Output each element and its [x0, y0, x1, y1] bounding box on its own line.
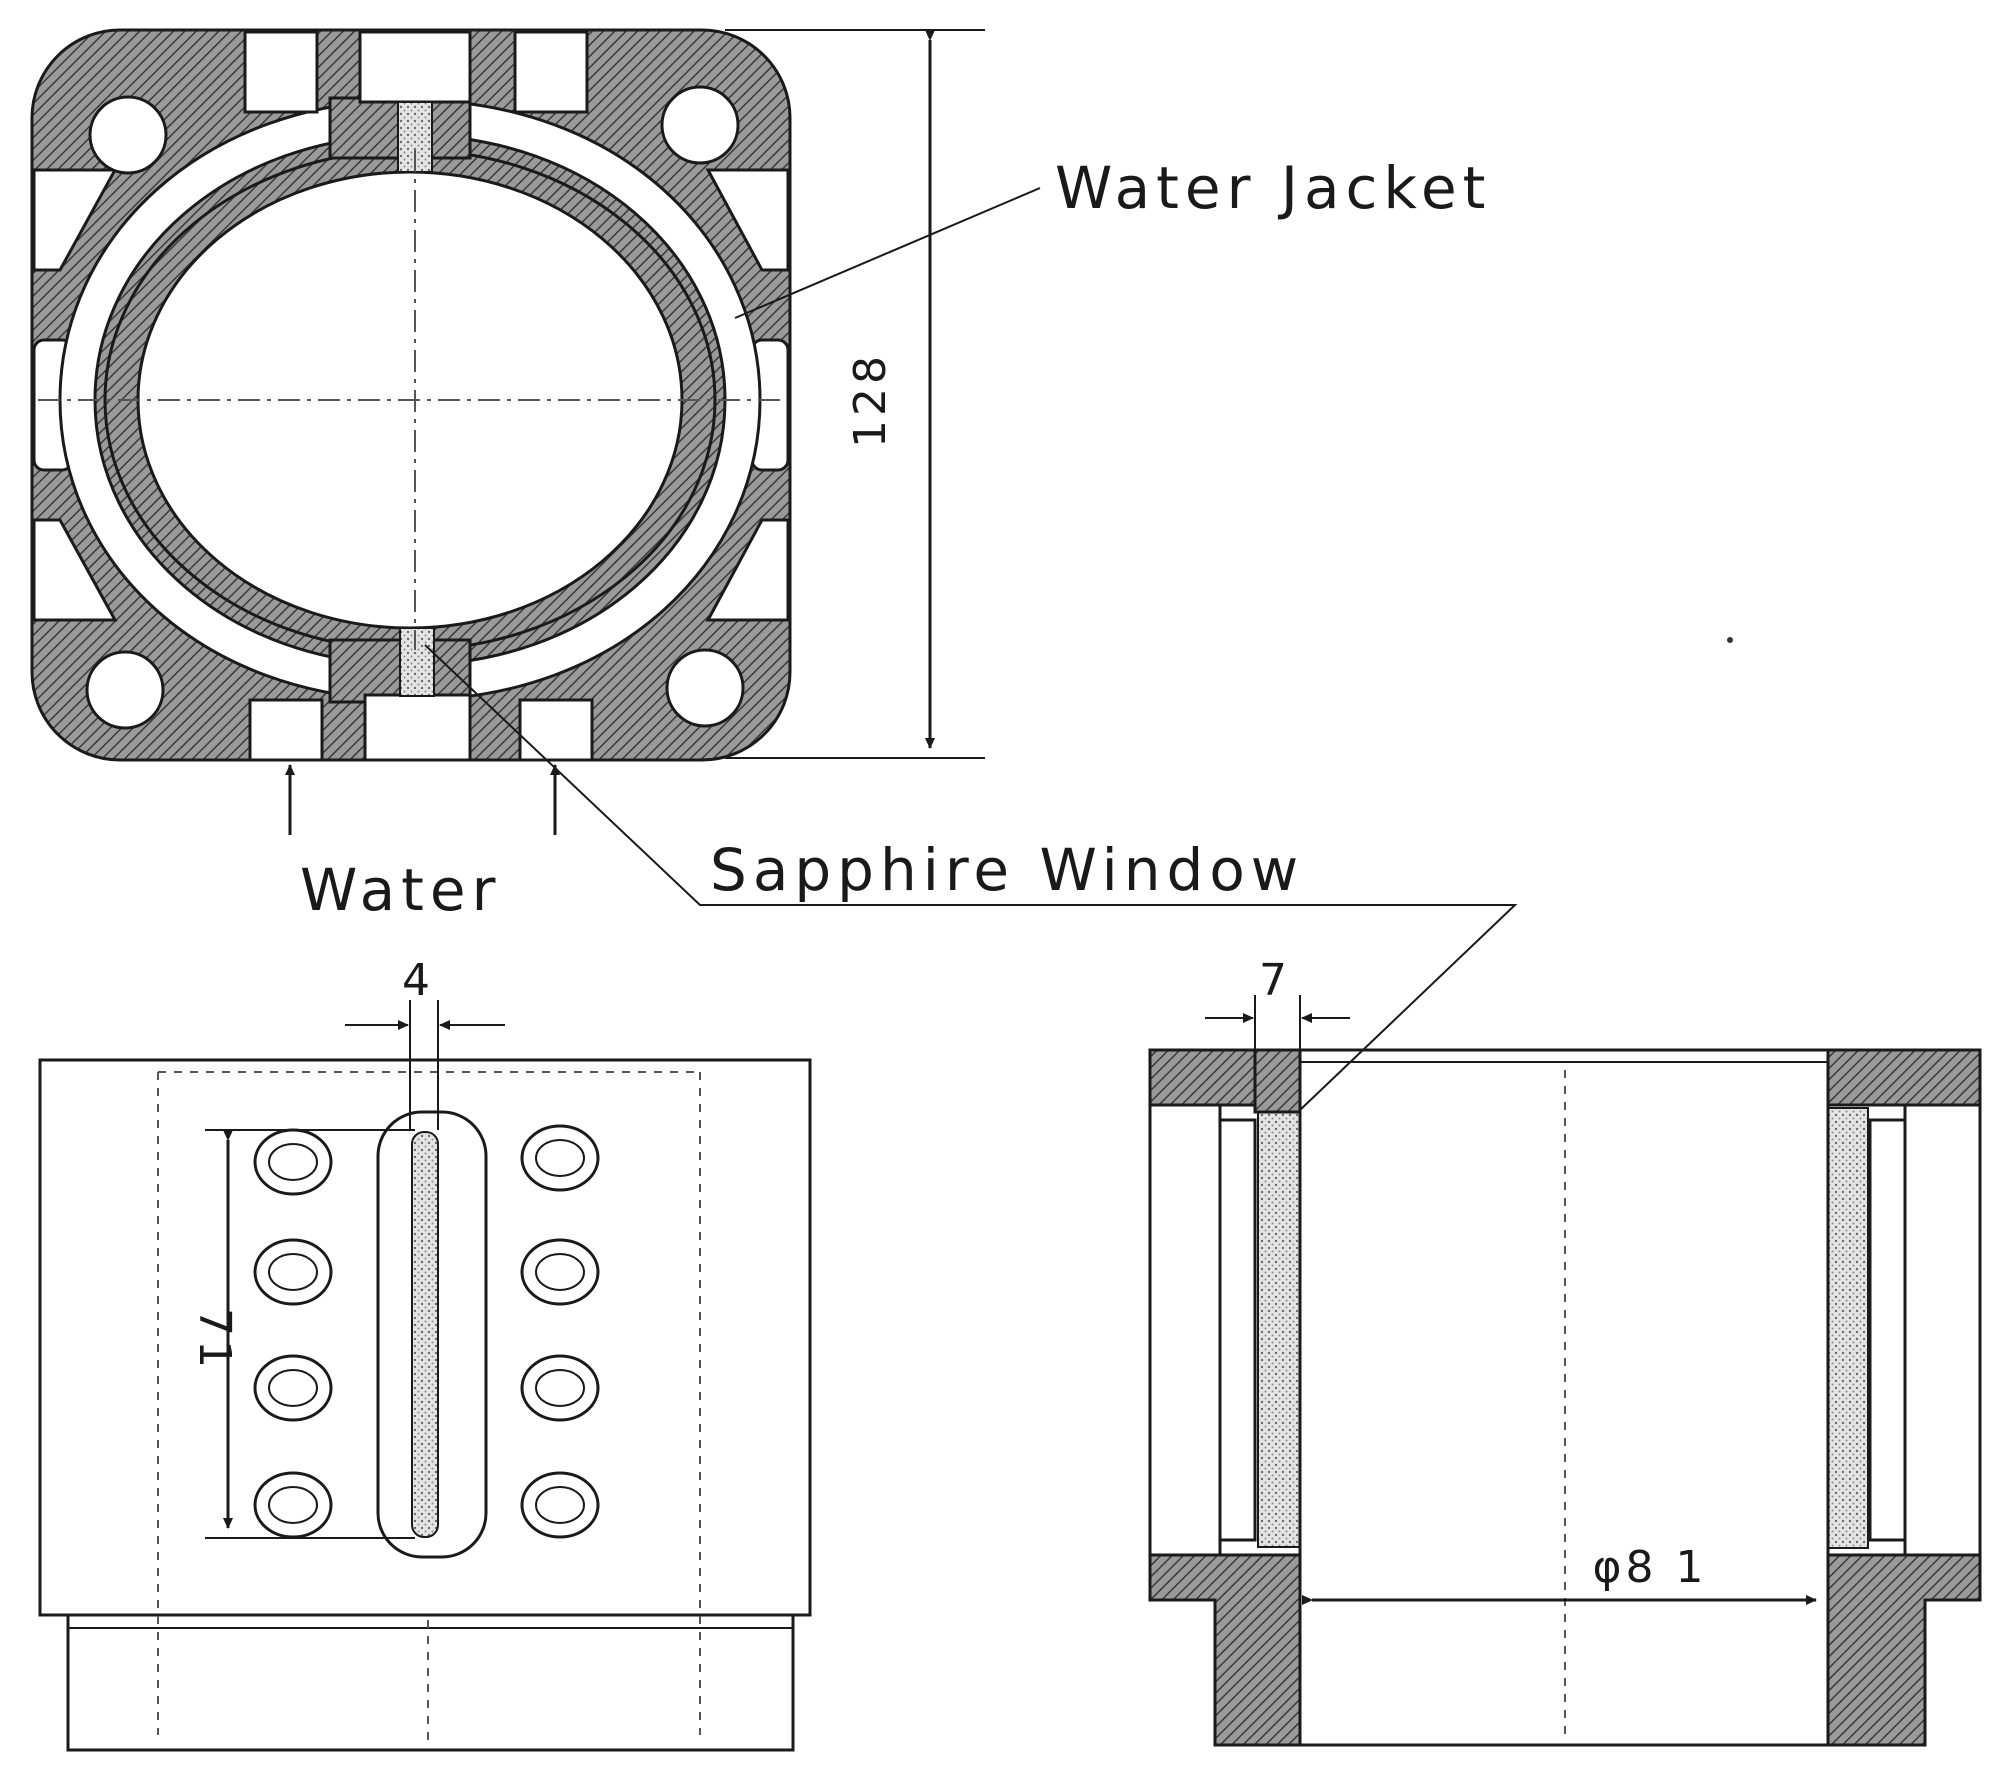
top-port-center — [358, 30, 472, 104]
bottom-sapphire-plug — [399, 627, 435, 697]
top-cross-section-view: 128 — [30, 28, 985, 835]
bolt-hole-bottom-left — [85, 650, 165, 730]
bolt-column-right — [520, 1124, 600, 1539]
water-jacket-leader — [734, 187, 1041, 319]
bottom-port-right — [518, 698, 594, 762]
speck-dot — [1727, 637, 1733, 643]
left-upper-cutout — [32, 168, 118, 272]
window-thickness-dimension: 7 — [1259, 955, 1291, 1006]
top-port-right — [513, 30, 589, 114]
slot-length-dimension: 71 — [189, 1308, 240, 1372]
right-upper-cutout — [705, 168, 790, 272]
bolt-hole-top-right — [660, 85, 740, 165]
bottom-base-right — [1826, 1553, 1982, 1747]
bolt-hole-bottom-right — [665, 648, 745, 728]
water-label: Water — [300, 856, 501, 924]
left-window-holder-top — [1253, 1048, 1302, 1114]
right-jacket-gap — [1868, 1118, 1907, 1542]
bottom-base-left — [1148, 1553, 1302, 1747]
top-port-left — [243, 30, 319, 114]
bottom-port-left — [248, 698, 324, 762]
left-jacket-gap — [1218, 1118, 1257, 1542]
sapphire-window-label: Sapphire Window — [710, 836, 1304, 904]
bore-diameter-dimension: φ8 1 — [1593, 1542, 1708, 1593]
slot-width-dimension: 4 — [402, 955, 434, 1006]
right-sapphire-window — [1827, 1107, 1869, 1549]
right-outer-wall — [1903, 1103, 1982, 1557]
sapphire-window-slot — [411, 1131, 439, 1538]
top-flange-right — [1826, 1048, 1982, 1107]
side-base-flange — [66, 1613, 795, 1752]
bottom-port-center — [363, 693, 472, 762]
left-lower-cutout — [32, 518, 118, 622]
side-elevation-view: 71 4 — [38, 955, 812, 1752]
bolt-column-left — [253, 1128, 333, 1539]
left-outer-wall — [1148, 1103, 1222, 1557]
sapphire-window-leader — [424, 644, 1518, 1111]
height-dimension: 128 — [845, 352, 896, 448]
water-jacket-label: Water Jacket — [1055, 154, 1491, 222]
left-sapphire-window — [1257, 1111, 1301, 1548]
right-lower-cutout — [705, 518, 790, 622]
bolt-hole-top-left — [88, 95, 168, 175]
longitudinal-section-view: φ8 1 7 — [1148, 955, 1982, 1747]
